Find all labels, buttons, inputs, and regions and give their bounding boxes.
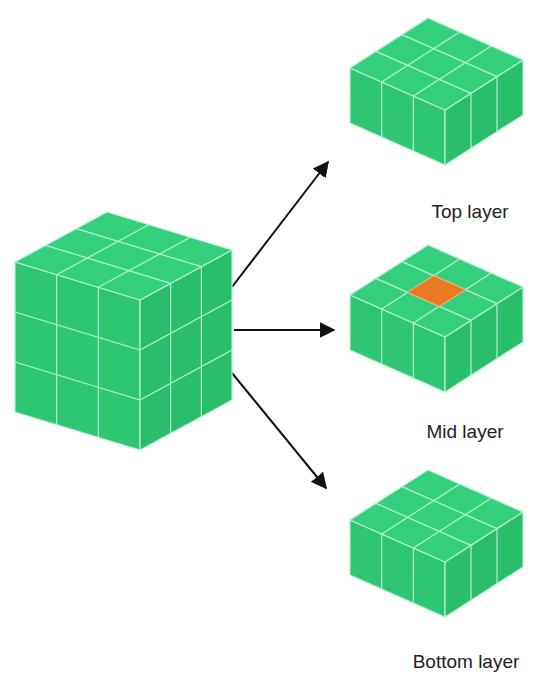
arrow-line	[234, 329, 334, 331]
grid-line	[413, 548, 414, 603]
grid-line	[76, 229, 201, 267]
grid-line	[496, 77, 497, 132]
grid-line	[15, 312, 140, 350]
grid-line	[98, 287, 99, 437]
grid-line	[140, 300, 232, 350]
highlight-cell	[408, 276, 466, 307]
grid-line	[57, 225, 149, 275]
grid-line	[376, 51, 471, 93]
grid-line	[496, 529, 497, 584]
grid-line	[413, 323, 414, 378]
grid-line	[470, 545, 471, 600]
arrow-line	[232, 373, 326, 488]
grid-line	[413, 96, 414, 151]
grid-line	[140, 350, 232, 400]
grid-line	[496, 304, 497, 359]
grid-line	[382, 484, 460, 534]
grid-line	[15, 362, 140, 400]
grid-line	[201, 267, 202, 417]
grid-line	[381, 534, 382, 589]
grid-line	[56, 275, 57, 425]
grid-line	[402, 35, 497, 77]
grid-line	[402, 487, 497, 529]
grid-line	[381, 309, 382, 364]
arrow-line	[232, 162, 328, 287]
cube-face	[350, 245, 523, 337]
layer-label: Top layer	[431, 201, 508, 223]
grid-line	[170, 283, 171, 433]
grid-line	[381, 82, 382, 137]
cube-face	[350, 470, 523, 562]
layer-label: Bottom layer	[413, 651, 520, 673]
layer-label: Mid layer	[426, 421, 503, 443]
grid-line	[382, 32, 460, 82]
grid-line	[470, 93, 471, 148]
cube-face	[350, 18, 523, 110]
cube-face	[15, 212, 232, 300]
grid-line	[376, 503, 471, 545]
grid-line	[470, 320, 471, 375]
